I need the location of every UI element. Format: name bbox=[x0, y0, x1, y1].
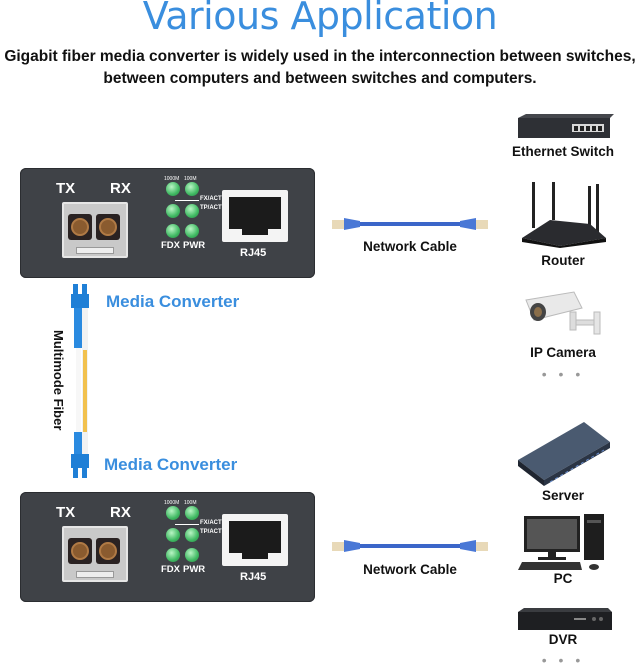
led-tp-act-icon bbox=[185, 204, 199, 218]
rj45-port-icon bbox=[222, 514, 288, 566]
led-label-tp-act: TP/ACT bbox=[200, 205, 222, 211]
led-fdx-icon bbox=[166, 548, 180, 562]
led-label-tp-act: TP/ACT bbox=[200, 529, 222, 535]
led-label-1000m: 1000M bbox=[164, 176, 180, 182]
more-devices-indicator: • • • bbox=[541, 366, 585, 382]
network-cable-label: Network Cable bbox=[363, 562, 457, 577]
led-divider bbox=[175, 524, 199, 525]
fiber-label: Multimode Fiber bbox=[51, 330, 66, 431]
rx-label: RX bbox=[110, 180, 131, 197]
ethernet-switch-icon bbox=[518, 114, 614, 138]
led-fx-act-icon bbox=[166, 528, 180, 542]
led-label-pwr: PWR bbox=[183, 240, 206, 251]
led-100m-icon bbox=[185, 506, 199, 520]
sfp-port-icon bbox=[62, 526, 128, 582]
led-1000m-icon bbox=[166, 182, 180, 196]
network-cable-icon bbox=[332, 218, 488, 230]
led-100m-icon bbox=[185, 182, 199, 196]
multimode-fiber-icon bbox=[71, 284, 89, 478]
media-converter-panel-top: TX RX 1000M 100M FX/ACT TP/ACT FDX PWR R… bbox=[20, 168, 315, 278]
led-label-100m: 100M bbox=[184, 176, 197, 182]
led-pwr-icon bbox=[185, 548, 199, 562]
subtitle: Gigabit fiber media converter is widely … bbox=[0, 46, 640, 90]
led-fx-act-icon bbox=[166, 204, 180, 218]
device-label-dvr: DVR bbox=[548, 632, 578, 647]
led-label-fdx: FDX bbox=[161, 240, 180, 251]
media-converter-label-bottom: Media Converter bbox=[104, 455, 238, 474]
device-label-ip-camera: IP Camera bbox=[530, 345, 596, 360]
led-label-1000m: 1000M bbox=[164, 500, 180, 506]
router-icon bbox=[522, 182, 606, 248]
network-cable-icon bbox=[332, 540, 488, 552]
pc-icon bbox=[518, 514, 604, 570]
led-pwr-icon bbox=[185, 224, 199, 238]
more-devices-indicator: • • • bbox=[541, 652, 585, 668]
led-label-fx-act: FX/ACT bbox=[200, 196, 222, 202]
led-fdx-icon bbox=[166, 224, 180, 238]
led-1000m-icon bbox=[166, 506, 180, 520]
tx-label: TX bbox=[56, 504, 76, 521]
sfp-port-icon bbox=[62, 202, 128, 258]
server-icon bbox=[518, 422, 610, 486]
subtitle-line-1: Gigabit fiber media converter is widely … bbox=[4, 48, 636, 65]
dvr-icon bbox=[518, 608, 612, 630]
device-label-ethernet-switch: Ethernet Switch bbox=[511, 144, 614, 159]
device-label-server: Server bbox=[541, 488, 585, 503]
media-converter-panel-bottom: TX RX 1000M 100M FX/ACT TP/ACT FDX PWR R… bbox=[20, 492, 315, 602]
led-label-fdx: FDX bbox=[161, 564, 180, 575]
rj45-label: RJ45 bbox=[240, 571, 267, 583]
network-cable-label: Network Cable bbox=[363, 239, 457, 254]
ip-camera-icon bbox=[525, 291, 601, 335]
subtitle-line-2: between computers and between switches a… bbox=[103, 70, 537, 87]
led-label-pwr: PWR bbox=[183, 564, 206, 575]
media-converter-label-top: Media Converter bbox=[106, 292, 240, 311]
led-label-100m: 100M bbox=[184, 500, 197, 506]
tx-label: TX bbox=[56, 180, 76, 197]
page-title: Various Application bbox=[142, 0, 498, 38]
device-label-router: Router bbox=[541, 253, 585, 268]
led-tp-act-icon bbox=[185, 528, 199, 542]
rx-label: RX bbox=[110, 504, 131, 521]
rj45-label: RJ45 bbox=[240, 247, 267, 259]
device-label-pc: PC bbox=[553, 571, 573, 586]
rj45-port-icon bbox=[222, 190, 288, 242]
led-label-fx-act: FX/ACT bbox=[200, 520, 222, 526]
led-divider bbox=[175, 200, 199, 201]
